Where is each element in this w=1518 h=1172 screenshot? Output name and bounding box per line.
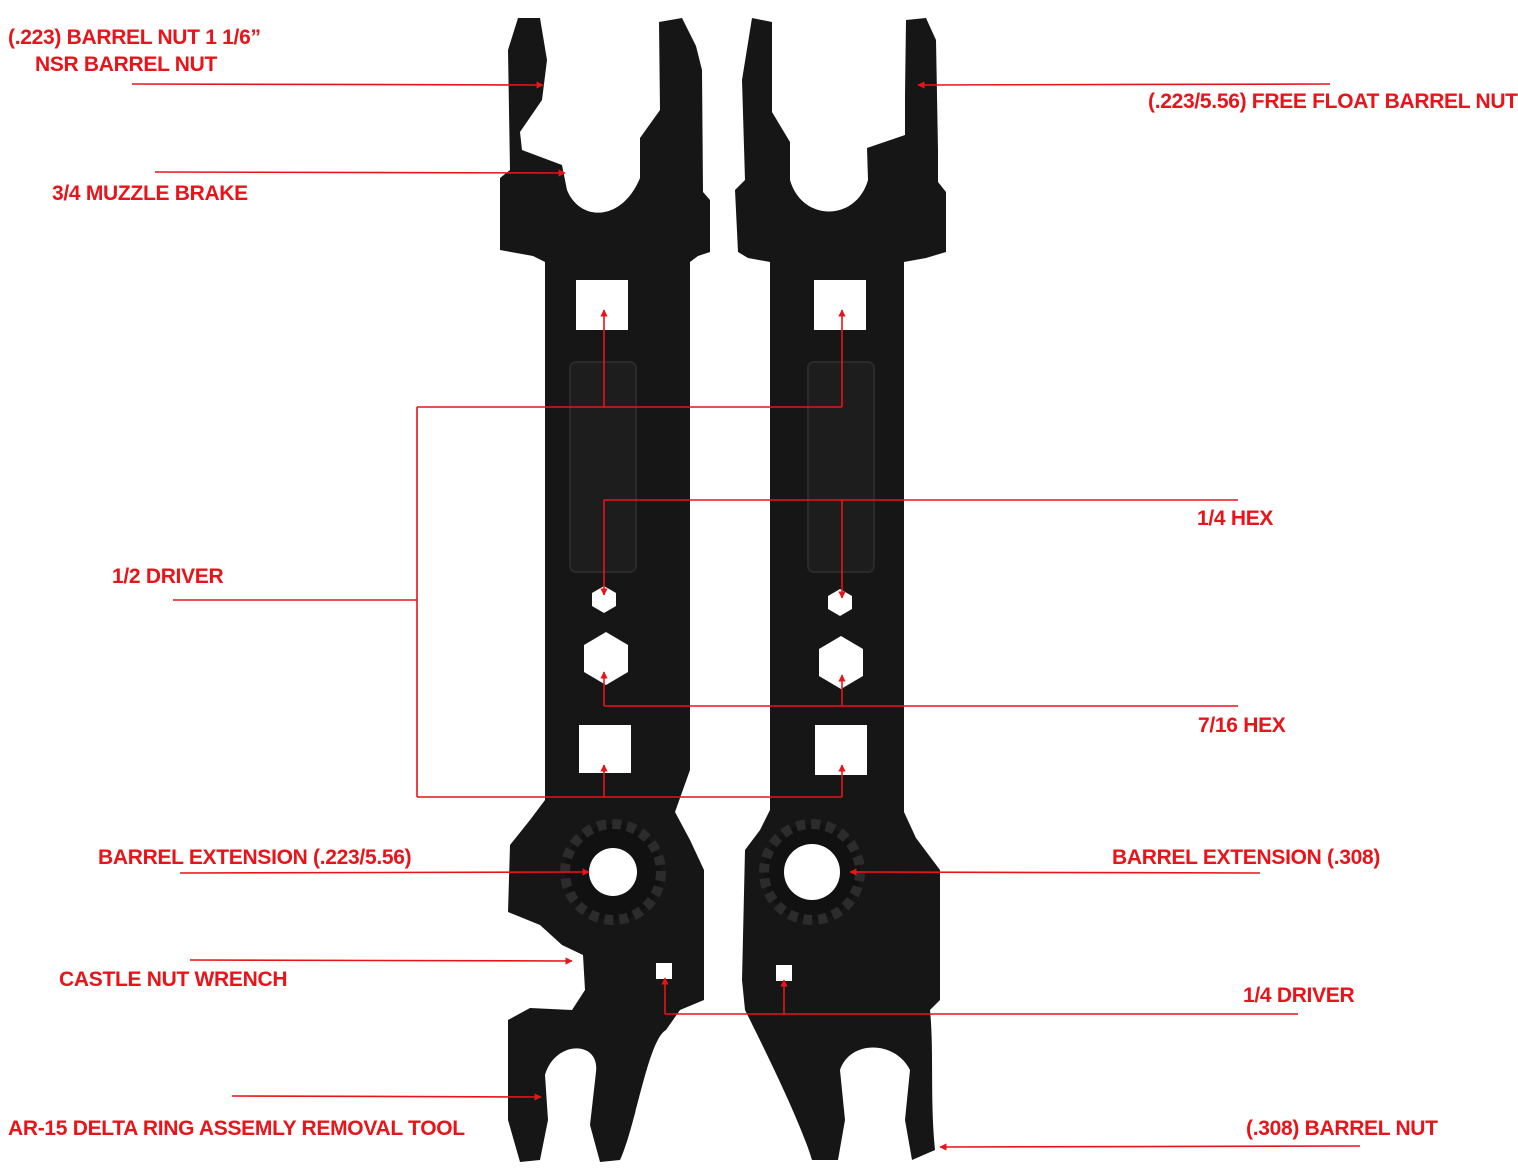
- label-nsr-barrel-nut: NSR BARREL NUT: [34, 53, 218, 76]
- right-wrench: [735, 18, 946, 1160]
- left-driver-square: [656, 963, 672, 979]
- right-square-top: [814, 280, 866, 330]
- label-barrel-nut-308: (.308) BARREL NUT: [1246, 1117, 1438, 1140]
- left-recess-panel: [569, 361, 637, 573]
- label-muzzle-brake: 3/4 MUZZLE BRAKE: [52, 182, 248, 205]
- right-hex-small: [828, 589, 852, 616]
- leader-barrel-extension-308: [849, 868, 1261, 876]
- right-square-bottom: [815, 725, 867, 775]
- label-delta-ring-tool: AR-15 DELTA RING ASSEMLY REMOVAL TOOL: [8, 1117, 465, 1140]
- label-barrel-extension-308: BARREL EXTENSION (.308): [1112, 846, 1381, 869]
- left-wrench: [500, 18, 710, 1162]
- leader-castle-nut-wrench: [189, 957, 573, 965]
- leader-barrel-nut-308: [939, 1143, 1361, 1151]
- label-hex-7-16: 7/16 HEX: [1198, 714, 1286, 737]
- leader-lines: [131, 81, 1361, 1151]
- label-driver-1-2: 1/2 DRIVER: [112, 565, 224, 588]
- leader-muzzle-brake: [154, 169, 566, 177]
- label-castle-nut-wrench: CASTLE NUT WRENCH: [59, 968, 288, 991]
- label-free-float-barrel-nut: (.223/5.56) FREE FLOAT BARREL NUT: [1148, 90, 1518, 113]
- leader-free-float-barrel-nut: [917, 81, 1331, 89]
- right-wrench-body: [735, 18, 946, 1160]
- right-hex-large: [819, 636, 863, 689]
- left-square-top: [576, 280, 628, 330]
- label-hex-1-4: 1/4 HEX: [1197, 507, 1274, 530]
- leader-barrel-nut-223: [131, 81, 544, 89]
- right-driver-square: [776, 965, 792, 981]
- left-hex-small: [592, 586, 616, 613]
- leader-delta-ring-tool: [231, 1093, 542, 1101]
- leader-barrel-extension-223: [179, 868, 590, 876]
- right-barrel-extension-hole: [784, 844, 840, 900]
- left-barrel-extension-hole: [589, 848, 637, 896]
- left-hex-large: [584, 632, 628, 685]
- left-square-bottom: [579, 725, 631, 773]
- label-driver-1-4: 1/4 DRIVER: [1243, 984, 1355, 1007]
- leader-driver-1-2: [173, 406, 842, 798]
- label-barrel-extension-223: BARREL EXTENSION (.223/5.56): [98, 846, 412, 869]
- right-recess-panel: [807, 361, 875, 573]
- label-barrel-nut-223: (.223) BARREL NUT 1 1/6”: [8, 26, 261, 49]
